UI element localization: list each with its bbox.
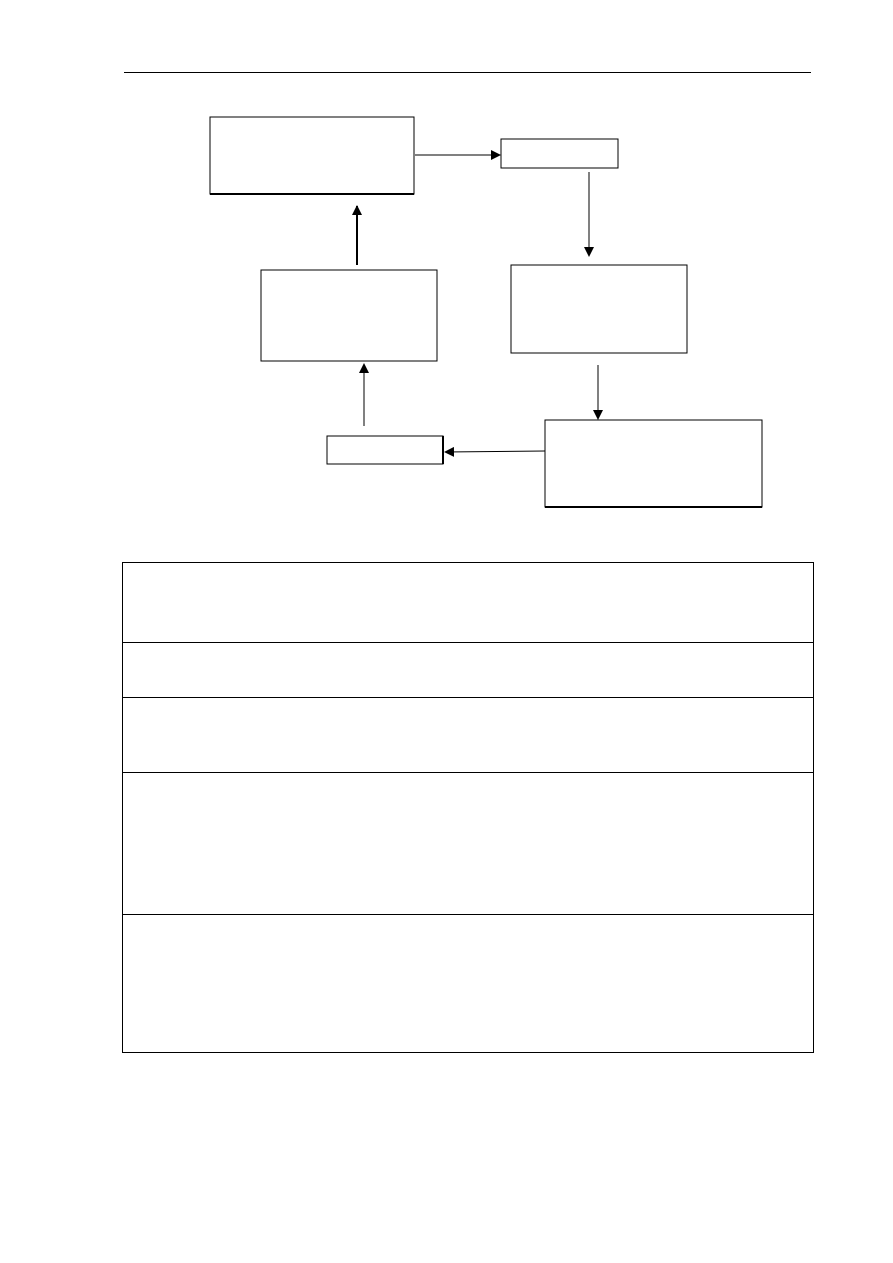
flow-node-top-left [209, 116, 415, 195]
flow-node-bottom-small [326, 435, 444, 465]
flow-arrow-bottom-right-to-bottom-small [444, 446, 546, 457]
flow-node-left-mid [260, 269, 438, 362]
flow-node-bottom-right [544, 419, 763, 508]
table-row [123, 643, 813, 698]
flow-node-top-small [500, 138, 619, 169]
cycle-flowchart [209, 116, 763, 508]
flow-node-right-mid [510, 264, 688, 354]
header-rule [124, 72, 811, 73]
table-row [123, 773, 813, 915]
info-table [122, 562, 814, 1053]
table-row [123, 915, 813, 1052]
table-row [123, 563, 813, 643]
table-row [123, 698, 813, 773]
